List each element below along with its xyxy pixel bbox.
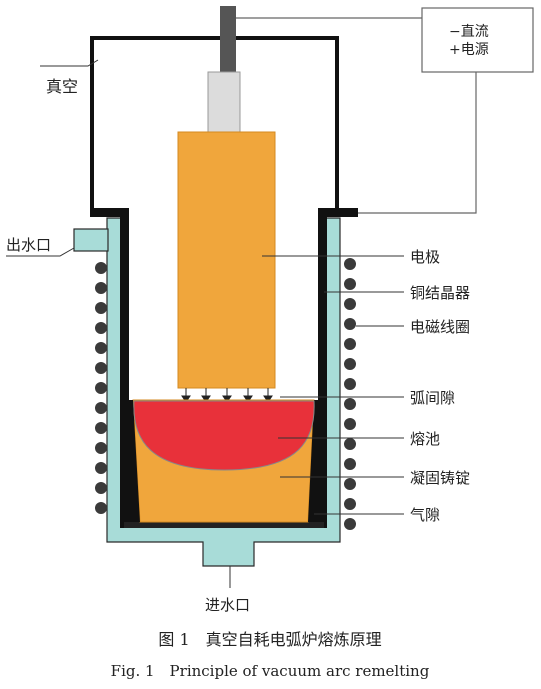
air-gap-label: 气隙 [410, 506, 440, 524]
water-outlet-label: 出水口 [6, 236, 51, 254]
water-inlet-label: 进水口 [205, 596, 250, 614]
electrode-rod-bottom [207, 71, 241, 133]
power-supply-minus-label: −直流 [449, 23, 489, 40]
em-coil-right [344, 258, 356, 530]
electrode [177, 131, 276, 389]
arc-gap-label: 弧间隙 [410, 389, 455, 407]
arc-arrows [181, 388, 273, 403]
crystallizer-top-right-flange [318, 208, 358, 217]
power-supply-box [421, 7, 534, 73]
air-gap-left [129, 400, 140, 522]
air-gap-right [308, 400, 318, 522]
caption-en: Fig. 1 Principle of vacuum arc remelting [111, 662, 430, 680]
molten-pool [133, 400, 315, 471]
copper-crystallizer-label: 铜结晶器 [410, 284, 470, 302]
crystallizer-bottom [124, 522, 324, 528]
vacuum-label: 真空 [46, 77, 78, 96]
vacuum-leader [40, 59, 99, 67]
power-supply-plus-label: +电源 [449, 42, 489, 58]
em-coil-label: 电磁线圈 [410, 318, 470, 336]
copper-crystallizer-right-wall [318, 212, 327, 528]
electrode-label: 电极 [410, 248, 440, 266]
em-coil-left [95, 262, 107, 514]
electrode-rod-top [220, 6, 236, 72]
solidified-ingot-label: 凝固铸锭 [410, 469, 470, 487]
water-outlet-leader [6, 247, 75, 257]
crystallizer-top-left-flange [90, 208, 129, 217]
vacuum-chamber-wall [90, 36, 339, 212]
chamber-wire [355, 72, 477, 214]
caption-cn: 图 1 真空自耗电弧炉熔炼原理 [158, 630, 381, 649]
copper-crystallizer-left-wall [120, 212, 129, 528]
molten-pool-label: 熔池 [410, 430, 440, 448]
water-outlet-tube [73, 228, 109, 252]
